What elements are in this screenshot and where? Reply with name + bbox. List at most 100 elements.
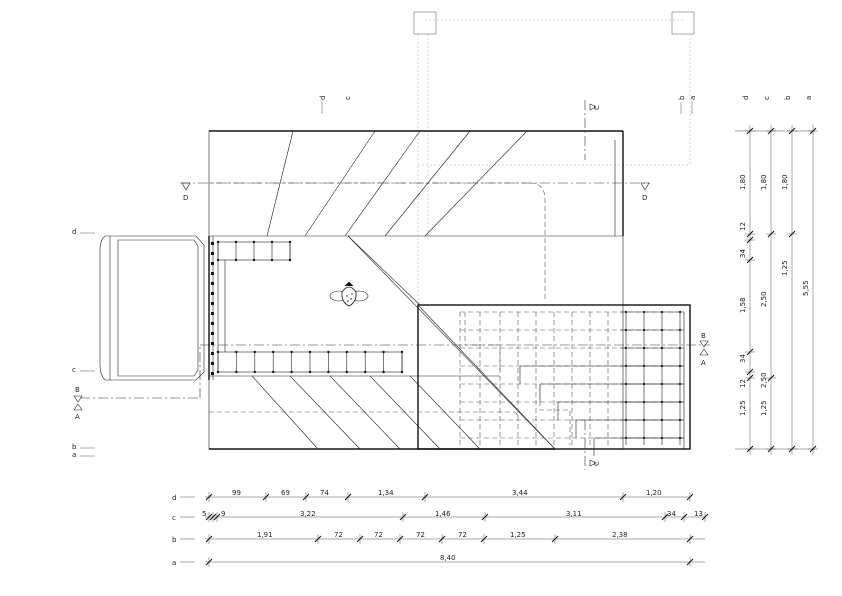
grid-node [678,382,682,386]
counter-post [290,350,293,354]
dim-b-5: 1,25 [510,531,526,539]
axis-label-b-left: b [72,443,77,451]
rail-dot [211,352,214,355]
dim-tick [746,127,754,135]
grid-node [642,436,646,440]
dim-tick [767,230,775,238]
dim-tick [686,558,694,566]
dim-row-label-a: a [172,559,176,567]
grid-node [660,382,664,386]
dim-tick [421,493,429,501]
left-annex [99,235,214,381]
counter-post [272,370,275,374]
grid-node [624,382,628,386]
dim-tick [767,127,775,135]
dim-d-3: 1,34 [378,489,394,497]
axis-label-d-left: d [72,228,76,236]
axis-label-b-top: b [678,95,686,100]
section-label-A-right: A [701,359,706,367]
dim-tick [213,513,221,521]
grid-node [624,436,628,440]
axis-label-a-right: a [805,96,813,100]
dim-b-0: 1,91 [257,531,273,539]
grid-node [624,400,628,404]
grid-node [642,400,646,404]
grid-node [642,364,646,368]
dim-tick [686,493,694,501]
dim-tick [680,513,688,521]
dim-c-6: 13 [694,510,703,518]
dim-col-c-3: 1,25 [760,400,768,416]
counter-post [216,240,220,244]
dim-tick [686,535,694,543]
dim-tick [344,493,352,501]
grid-node [660,418,664,422]
counter-post [400,350,404,354]
counter-post [327,350,330,354]
dim-tick [205,493,213,501]
counter-post [308,370,312,374]
section-label-B-right: B [701,332,706,340]
dim-tick [480,535,488,543]
dim-tick [767,374,775,382]
dim-tick [551,535,559,543]
grid-node [642,346,646,350]
section-marker-D-left: D [181,182,191,202]
dim-tick [809,445,817,453]
grid-node [678,346,682,350]
section-marker-D-right: D [640,182,650,202]
axis-label-c-top: c [344,96,352,100]
dim-tick [701,513,709,521]
grid-node [678,364,682,368]
counters [211,240,404,375]
dim-b-3: 72 [416,531,425,539]
dim-col-b-0: 1,80 [781,174,789,190]
grid-node [642,328,646,332]
dim-col-d-1: 12 [739,222,747,231]
dim-c-5: 34 [667,510,676,518]
rail-dot [211,282,214,285]
counter-post [253,370,256,374]
grid-node [660,328,664,332]
dimension-chains-bottom: d c b a 99 69 74 1,34 3,44 1,20 5 9 3,22… [172,489,709,567]
dim-tick [746,348,754,356]
dim-tick [205,535,213,543]
counter-post [288,240,292,244]
dim-tick [809,127,817,135]
axis-label-c-right: c [763,96,771,100]
dim-tick [746,368,754,376]
section-label-D-right: D [642,194,647,202]
dim-tick [209,513,217,521]
rail-dot [211,362,214,365]
grid-node [642,310,646,314]
dim-tick [746,236,754,244]
counter-post [290,370,293,374]
dim-col-d-6: 1,25 [739,400,747,416]
dim-tick [262,493,270,501]
rail-dot [211,332,214,335]
rail-dot [211,322,214,325]
rail-dot [211,242,214,245]
counter-post [216,350,220,354]
counter-post [252,240,256,244]
dim-row-label-c: c [172,514,176,522]
building-outline [208,130,624,450]
counter-post [235,350,238,354]
counter-post [235,370,238,374]
axis-label-c-left: c [72,366,76,374]
dim-tick [788,127,796,135]
dim-row-label-d: d [172,494,176,502]
dim-c-2: 3,22 [300,510,316,518]
dim-tick [746,445,754,453]
dim-tick [767,445,775,453]
dim-tick [314,535,322,543]
dim-tick [481,513,489,521]
dim-col-c-1: 2,50 [760,291,768,307]
grid-node [624,328,628,332]
dim-tick [205,513,213,521]
dim-b-2: 72 [374,531,383,539]
dim-col-d-2: 34 [739,249,747,258]
counter-post [272,350,275,354]
dim-tick [438,535,446,543]
